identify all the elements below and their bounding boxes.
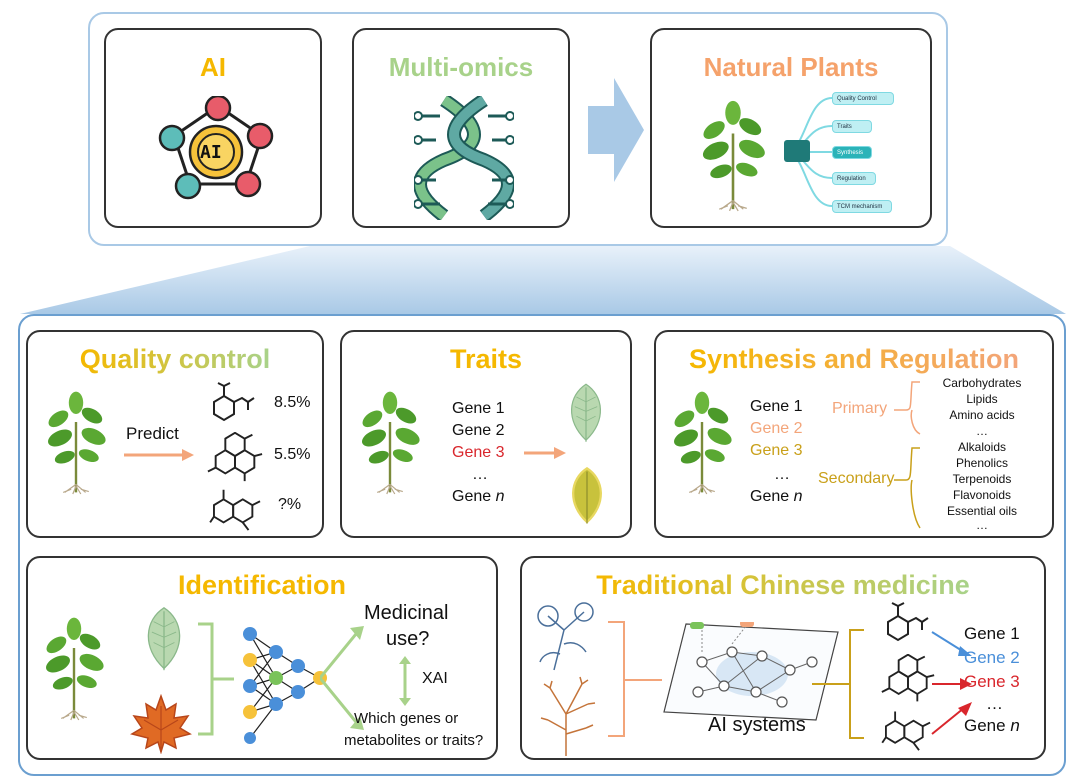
yellow-leaf-image — [572, 467, 602, 524]
secondary-item-essential-oils: Essential oils — [946, 504, 1018, 518]
dna-icon — [414, 96, 514, 220]
value-1: 8.5% — [274, 394, 311, 411]
applications-frame — [18, 314, 1066, 776]
value-3: ?% — [278, 496, 302, 513]
overview-frame — [88, 12, 948, 246]
herb-root-image — [540, 676, 596, 756]
molecule-3 — [880, 706, 936, 752]
identification-title: Identification — [178, 570, 346, 600]
output-bracket — [812, 629, 864, 739]
ai-network-icon — [158, 96, 274, 200]
primary-item-ellipsis: … — [976, 424, 988, 438]
secondary-item-terpenoids: Terpenoids — [952, 472, 1012, 486]
branch-tcm-mechanism: TCM mechanism — [832, 200, 892, 213]
primary-item-carbohydrates: Carbohydrates — [942, 376, 1022, 390]
ai-systems-graph — [663, 622, 839, 721]
gene-ellipsis: … — [986, 694, 1003, 713]
gene-n: Gene n — [452, 488, 505, 505]
primary-item-lipids: Lipids — [966, 392, 998, 406]
gene-link-arrows — [931, 631, 972, 735]
tcm-panel: Traditional Chinese medicine AI systems … — [520, 556, 1046, 760]
natural-plants-title: Natural Plants — [703, 52, 879, 82]
herb-flower-image — [537, 602, 594, 671]
traits-panel: Traits Gene 1 Gene 2 Gene 3 … Gene n — [340, 330, 632, 538]
natural-plants-panel: Natural Plants Quality Control Traits Sy… — [650, 28, 932, 228]
gene-3: Gene 3 — [964, 672, 1020, 691]
neural-network-icon — [198, 622, 327, 744]
quality-control-title: Quality control — [79, 344, 271, 374]
gene-1: Gene 1 — [750, 398, 803, 415]
gene-3: Gene 3 — [750, 442, 803, 459]
multiomics-panel: Multi-omics — [352, 28, 570, 228]
identification-panel: Identification Medicinal use? XAI Which … — [26, 556, 498, 760]
plant-image — [350, 380, 430, 504]
predict-label: Predict — [126, 424, 179, 443]
gene-ellipsis: … — [472, 466, 488, 483]
molecule-2 — [880, 654, 936, 702]
gene-2: Gene 2 — [452, 422, 505, 439]
predict-arrow — [124, 449, 194, 461]
plant-image — [690, 88, 776, 222]
secondary-item-flavonoids: Flavonoids — [952, 488, 1012, 502]
secondary-item-ellipsis: … — [976, 518, 988, 532]
branch-traits: Traits — [832, 120, 872, 133]
right-arrow-icon — [588, 78, 644, 182]
molecule-1 — [878, 602, 938, 646]
plant-image — [36, 380, 116, 504]
which-genes-line1: Which genes or — [354, 710, 459, 727]
mindmap-root — [784, 140, 810, 162]
traits-title: Traits — [449, 344, 523, 374]
medicinal-label: Medicinal — [364, 602, 449, 624]
gene-2: Gene 2 — [750, 420, 803, 437]
primary-label: Primary — [832, 400, 888, 417]
secondary-item-alkaloids: Alkaloids — [957, 440, 1007, 454]
which-genes-line2: metabolites or traits? — [344, 732, 484, 749]
plant-image — [662, 380, 742, 504]
gene-n: Gene n — [964, 716, 1020, 735]
input-bracket — [608, 621, 662, 737]
tcm-title: Traditional Chinese medicine — [596, 570, 970, 600]
branch-regulation: Regulation — [832, 172, 876, 185]
trait-arrow — [524, 447, 566, 459]
classification-brackets — [894, 381, 921, 529]
plant-image — [34, 606, 114, 730]
zoom-funnel — [20, 246, 1066, 314]
ai-panel: AI AI — [104, 28, 322, 228]
branch-quality-control: Quality Control — [832, 92, 894, 105]
value-2: 5.5% — [274, 446, 311, 463]
molecule-1 — [204, 382, 264, 426]
xai-double-arrow — [399, 656, 411, 706]
output-arrows — [320, 626, 364, 730]
gene-1: Gene 1 — [452, 400, 505, 417]
secondary-item-phenolics: Phenolics — [955, 456, 1009, 470]
gene-n: Gene n — [750, 488, 803, 505]
green-leaf-image — [562, 378, 610, 448]
maple-leaf-image — [130, 694, 192, 754]
primary-item-amino-acids: Amino acids — [949, 408, 1015, 422]
green-leaf-image — [138, 602, 190, 676]
gene-1: Gene 1 — [964, 624, 1020, 643]
ai-title: AI — [200, 52, 226, 82]
molecule-3 — [208, 484, 266, 532]
use-label: use? — [386, 628, 430, 650]
ai-systems-label: AI systems — [708, 714, 806, 736]
secondary-label: Secondary — [818, 470, 895, 487]
gene-3: Gene 3 — [452, 444, 505, 461]
molecule-2 — [206, 432, 264, 482]
quality-control-panel: Quality control Predict 8.5% 5.5% ?% — [26, 330, 324, 538]
multiomics-title: Multi-omics — [388, 52, 534, 82]
synthesis-regulation-panel: Synthesis and Regulation Gene 1 Gene 2 G… — [654, 330, 1054, 538]
synthesis-regulation-title: Synthesis and Regulation — [688, 344, 1020, 374]
gene-2: Gene 2 — [964, 648, 1020, 667]
gene-ellipsis: … — [774, 466, 790, 483]
ai-icon-label: AI — [200, 142, 222, 163]
branch-synthesis: Synthesis — [832, 146, 872, 159]
xai-label: XAI — [422, 670, 448, 687]
